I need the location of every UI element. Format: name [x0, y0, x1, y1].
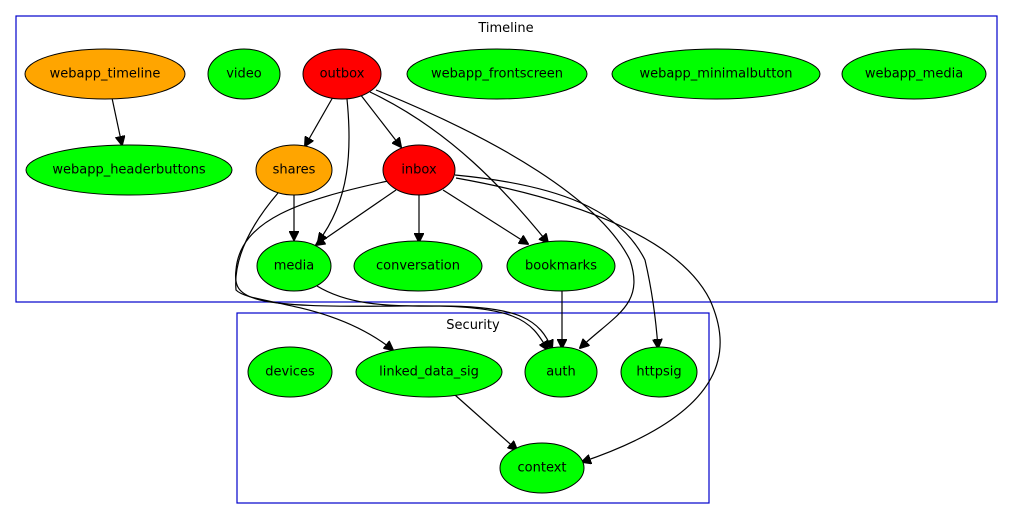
- node-inbox[interactable]: inbox: [382, 144, 456, 196]
- node-label: conversation: [376, 259, 460, 274]
- node-conversation[interactable]: conversation: [353, 240, 483, 292]
- node-label: context: [518, 461, 567, 476]
- node-label: webapp_media: [865, 67, 963, 82]
- node-shape: [302, 48, 382, 100]
- node-label: webapp_headerbuttons: [52, 163, 206, 178]
- node-label: webapp_frontscreen: [431, 67, 563, 82]
- edge-inbox-context: [455, 177, 721, 462]
- edge-inbox-bookmarks: [442, 189, 528, 244]
- node-shape: [25, 144, 233, 196]
- node-label: auth: [546, 365, 576, 380]
- node-shape: [499, 442, 585, 494]
- node-label: devices: [265, 365, 315, 380]
- edge-inbox-httpsig: [454, 174, 658, 348]
- edge-outbox-media: [318, 98, 350, 242]
- edge-webapp_timeline-webapp_headerbuttons: [111, 97, 122, 145]
- edges: [111, 89, 721, 462]
- node-label: linked_data_sig: [379, 365, 479, 380]
- node-shape: [620, 346, 698, 398]
- node-shape: [247, 346, 333, 398]
- node-shape: [841, 48, 987, 100]
- node-shape: [24, 48, 186, 100]
- node-webapp_media[interactable]: webapp_media: [841, 48, 987, 100]
- node-webapp_minimalbutton[interactable]: webapp_minimalbutton: [611, 48, 821, 100]
- cluster-timeline: Timeline: [15, 15, 998, 303]
- edge-inbox-auth: [234, 180, 548, 350]
- cluster-security: Security: [236, 312, 710, 504]
- edge-outbox-shares: [305, 96, 334, 146]
- cluster-label-security: Security: [446, 318, 500, 333]
- node-label: webapp_timeline: [50, 67, 161, 82]
- edge-outbox-bookmarks: [369, 91, 548, 243]
- node-shape: [406, 48, 588, 100]
- edge-outbox-auth: [375, 89, 635, 348]
- node-shape: [353, 240, 483, 292]
- node-context[interactable]: context: [499, 442, 585, 494]
- node-video[interactable]: video: [207, 48, 281, 100]
- edge-inbox-media: [316, 189, 397, 245]
- node-shape: [506, 240, 616, 292]
- node-shape: [382, 144, 456, 196]
- node-webapp_frontscreen[interactable]: webapp_frontscreen: [406, 48, 588, 100]
- node-label: video: [226, 67, 262, 82]
- node-label: httpsig: [636, 365, 681, 380]
- edge-shares-linked_data_sig: [235, 192, 393, 350]
- node-webapp_timeline[interactable]: webapp_timeline: [24, 48, 186, 100]
- node-media[interactable]: media: [256, 240, 332, 292]
- node-shape: [255, 144, 333, 196]
- node-linked_data_sig[interactable]: linked_data_sig: [355, 346, 503, 398]
- node-shape: [524, 346, 598, 398]
- node-label: outbox: [320, 67, 365, 82]
- node-label: bookmarks: [525, 259, 597, 274]
- node-label: inbox: [401, 163, 437, 178]
- node-label: shares: [273, 163, 316, 178]
- node-shape: [611, 48, 821, 100]
- node-shape: [355, 346, 503, 398]
- node-webapp_headerbuttons[interactable]: webapp_headerbuttons: [25, 144, 233, 196]
- node-label: webapp_minimalbutton: [639, 67, 792, 82]
- edge-linked_data_sig-context: [454, 394, 517, 450]
- node-shape: [207, 48, 281, 100]
- node-devices[interactable]: devices: [247, 346, 333, 398]
- nodes: webapp_timeline video outbox webapp_fron…: [24, 48, 987, 494]
- edge-outbox-inbox: [359, 93, 401, 147]
- node-auth[interactable]: auth: [524, 346, 598, 398]
- node-shares[interactable]: shares: [255, 144, 333, 196]
- edge-media-auth: [316, 285, 552, 349]
- node-label: media: [274, 259, 315, 274]
- cluster-label-timeline: Timeline: [477, 21, 533, 36]
- node-shape: [256, 240, 332, 292]
- node-httpsig[interactable]: httpsig: [620, 346, 698, 398]
- node-outbox[interactable]: outbox: [302, 48, 382, 100]
- node-bookmarks[interactable]: bookmarks: [506, 240, 616, 292]
